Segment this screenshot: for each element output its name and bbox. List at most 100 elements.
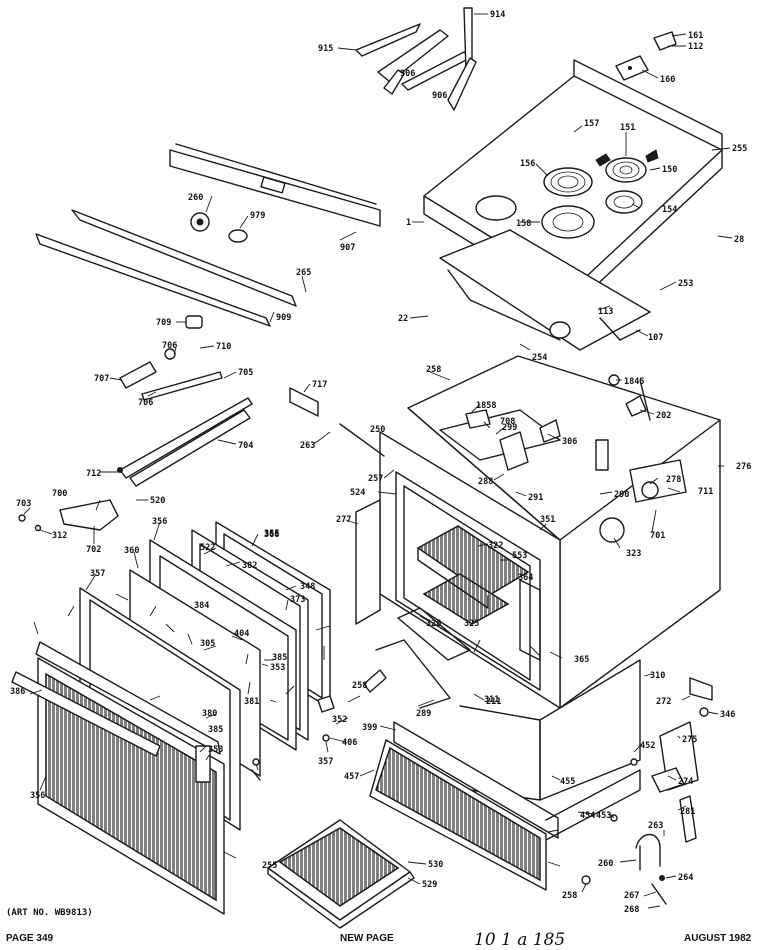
part-label: 357 [90, 569, 105, 579]
part-label: 701 [650, 531, 665, 541]
part-label: 706 [162, 341, 177, 351]
part-label: 906 [400, 69, 415, 79]
part-label: 707 [94, 374, 109, 384]
part-label: 348 [300, 582, 315, 592]
part-label: 260 [598, 859, 613, 869]
part-label: 524 [350, 488, 365, 498]
backsplash-panel [169, 143, 381, 227]
terminal-brackets [615, 31, 677, 81]
part-label: 289 [416, 709, 431, 719]
part-label: 277 [336, 515, 351, 525]
part-label: 712 [86, 469, 101, 479]
part-label: 1 [406, 218, 411, 228]
part-label: 22 [398, 314, 408, 324]
part-label: 704 [238, 441, 253, 451]
part-label: 711 [698, 487, 713, 497]
part-label: 160 [660, 75, 675, 85]
part-label: 979 [250, 211, 265, 221]
date-label: AUGUST 1982 [684, 933, 752, 944]
part-label: 107 [648, 333, 663, 343]
part-label: 264 [678, 873, 693, 883]
part-label: 263 [648, 821, 663, 831]
part-label: 366 [264, 530, 279, 540]
new-page-label: NEW PAGE [340, 933, 394, 944]
part-label: 323 [626, 549, 641, 559]
part-label: 255 [262, 861, 277, 871]
part-label: 380 [202, 709, 217, 719]
part-label: 326 [426, 619, 441, 629]
part-label: 288 [478, 477, 493, 487]
part-label: 705 [238, 368, 253, 378]
part-label: 312 [52, 531, 67, 541]
part-label: 365 [574, 655, 589, 665]
part-label: 255 [732, 144, 747, 154]
part-label: 274 [678, 777, 693, 787]
part-label: 381 [244, 697, 259, 707]
part-label: 157 [584, 119, 599, 129]
part-label: 258 [562, 891, 577, 901]
part-label: 260 [188, 193, 203, 203]
part-label: 150 [662, 165, 677, 175]
part-number-labels: 914 161 112 160 915 906 906 157 151 255 … [10, 10, 751, 915]
part-label: 700 [52, 489, 67, 499]
part-label: 346 [720, 710, 735, 720]
part-label: 211 [486, 697, 501, 707]
part-label: 263 [300, 441, 315, 451]
part-label: 258 [352, 681, 367, 691]
part-label: 310 [650, 671, 665, 681]
part-label: 453 [596, 811, 611, 821]
part-label: 1858 [476, 401, 496, 411]
part-label: 703 [16, 499, 31, 509]
part-label: 1845 [624, 377, 644, 387]
part-label: 364 [518, 573, 533, 583]
part-label: 360 [124, 546, 139, 556]
part-label: 151 [620, 123, 635, 133]
part-label: 452 [640, 741, 655, 751]
part-label: 161 [688, 31, 703, 41]
oven-racks [397, 525, 541, 661]
part-label: 351 [540, 515, 555, 525]
part-label: 553 [512, 551, 527, 561]
part-label: 268 [624, 905, 639, 915]
part-label: 915 [318, 44, 333, 54]
part-label: 276 [736, 462, 751, 472]
part-label: 702 [86, 545, 101, 555]
part-label: 386 [10, 687, 25, 697]
part-label: 708 [500, 417, 515, 427]
part-label: 355 [264, 529, 279, 539]
part-label: 275 [682, 735, 697, 745]
part-label: 290 [614, 490, 629, 500]
part-label: 717 [312, 380, 327, 390]
part-label: 202 [656, 411, 671, 421]
part-label: 406 [342, 738, 357, 748]
part-label: 291 [528, 493, 543, 503]
part-label: 384 [194, 601, 209, 611]
part-label: 709 [156, 318, 171, 328]
part-label: 325 [464, 619, 479, 629]
part-label: 158 [516, 219, 531, 229]
part-label: 399 [362, 723, 377, 733]
part-label: 352 [332, 715, 347, 725]
part-label: 267 [624, 891, 639, 901]
part-label: 356 [152, 517, 167, 527]
part-label: 305 [200, 639, 215, 649]
broiler-pan [267, 819, 415, 929]
part-label: 906 [432, 91, 447, 101]
part-label: 253 [678, 279, 693, 289]
part-label: 385 [208, 725, 223, 735]
small-parts-left [18, 212, 319, 532]
part-label: 353 [208, 745, 223, 755]
part-label: 357 [318, 757, 333, 767]
part-label: 281 [680, 807, 695, 817]
part-label: 530 [428, 860, 443, 870]
part-label: 356 [30, 791, 45, 801]
part-label: 520 [150, 496, 165, 506]
drawer-pan [369, 659, 641, 891]
part-label: 907 [340, 243, 355, 253]
page-number: PAGE 349 [6, 933, 54, 944]
part-label: 306 [562, 437, 577, 447]
art-number: (ART NO. WB9813) [6, 908, 93, 918]
part-label: 112 [688, 42, 703, 52]
part-label: 28 [734, 235, 744, 245]
